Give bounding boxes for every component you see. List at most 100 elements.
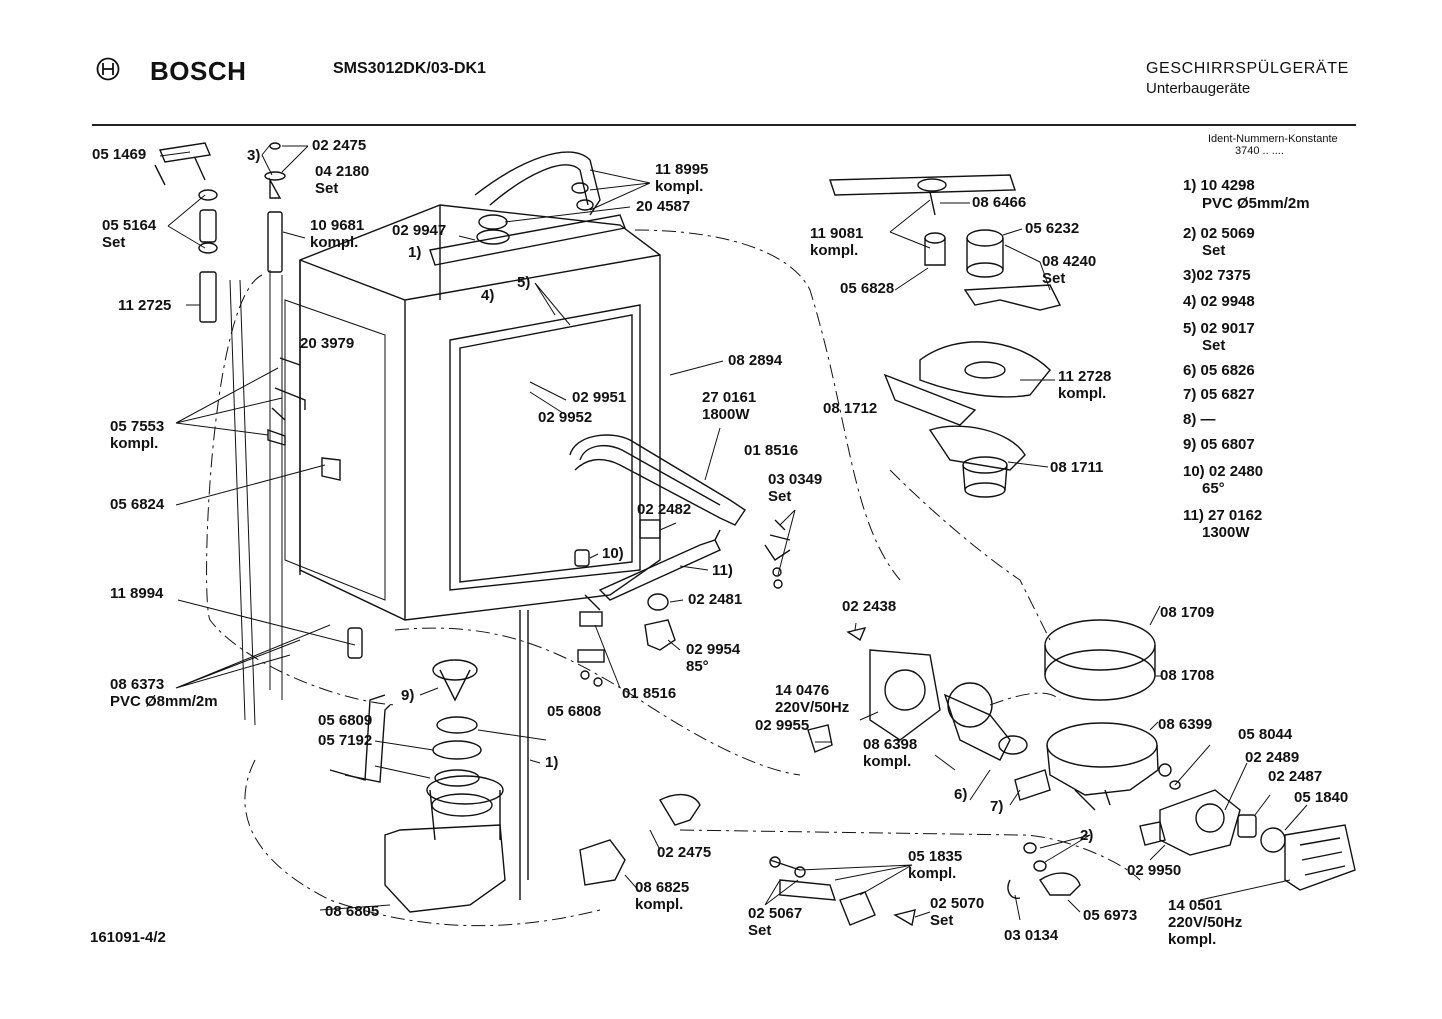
part-label: 05 1469 [92, 146, 147, 163]
part-label: Set [1042, 270, 1066, 287]
part-label: 14 0476 [775, 682, 830, 699]
brand-name: BOSCH [150, 56, 247, 86]
legend-item: 6) 05 6826 [1183, 362, 1255, 379]
part-label: 03 0349 [768, 471, 823, 488]
part-label: Set [930, 912, 954, 929]
part-label: 11 2725 [118, 297, 172, 314]
part-label: 02 2475 [312, 137, 367, 154]
part-label: 04 2180 [315, 163, 370, 180]
ident-value: 3740 .. .... [1235, 145, 1284, 157]
document-number: 161091-4/2 [90, 929, 166, 946]
legend-item: 11) 27 0162 [1183, 507, 1263, 524]
legend-item: 7) 05 6827 [1183, 386, 1255, 403]
part-label: 05 6828 [840, 280, 895, 297]
part-label: 20 3979 [300, 335, 355, 352]
part-label: kompl. [655, 178, 704, 195]
part-label: kompl. [810, 242, 859, 259]
part-label: 02 9951 [572, 389, 627, 406]
part-label: 11 8995 [655, 161, 709, 178]
part-label: 3) [247, 147, 261, 164]
part-label: 11 8994 [110, 585, 164, 602]
part-label: kompl. [1058, 385, 1107, 402]
part-label: 02 2487 [1268, 768, 1323, 785]
part-label: kompl. [635, 896, 684, 913]
part-label: 08 2894 [728, 352, 783, 369]
legend-item: 1) 10 4298 [1183, 177, 1255, 194]
sump-housing [1044, 619, 1172, 811]
part-label: 7) [990, 798, 1004, 815]
part-label: 05 1840 [1294, 789, 1349, 806]
tub-frame [229, 204, 661, 726]
part-label: 9) [401, 687, 415, 704]
part-label: 11 2728 [1058, 368, 1112, 385]
part-label: 08 6466 [972, 194, 1027, 211]
part-label: kompl. [310, 234, 359, 251]
part-label: 08 6398 [863, 736, 918, 753]
part-label: 05 6232 [1025, 220, 1080, 237]
legend-item: 4) 02 9948 [1183, 293, 1255, 310]
legend-item: 9) 05 6807 [1183, 436, 1255, 453]
part-label: 11 9081 [810, 225, 864, 242]
part-label: 01 8516 [622, 685, 677, 702]
part-label: 220V/50Hz [1168, 914, 1243, 931]
part-label: 1800W [702, 406, 750, 423]
ident-title: Ident-Nummern-Konstante [1208, 133, 1338, 145]
part-label: 05 6808 [547, 703, 602, 720]
part-label: Set [315, 180, 339, 197]
part-label: 02 9954 [686, 641, 741, 658]
legend-item-sub: PVC Ø5mm/2m [1202, 195, 1310, 212]
part-label: 08 6825 [635, 879, 690, 896]
part-label: 11) [712, 562, 733, 579]
part-label: 05 6973 [1083, 907, 1138, 924]
part-label: 10 9681 [310, 217, 365, 234]
part-label: 05 6809 [318, 712, 373, 729]
part-label: PVC Ø8mm/2m [110, 693, 218, 710]
part-label: 05 7192 [318, 732, 373, 749]
part-label: kompl. [908, 865, 957, 882]
part-label: 1) [408, 244, 422, 261]
circulation-pump [807, 627, 1051, 801]
part-label: 01 8516 [744, 442, 799, 459]
part-label: 02 9955 [755, 717, 810, 734]
part-label: Set [748, 922, 772, 939]
part-label: 03 0134 [1004, 927, 1059, 944]
part-label: kompl. [1168, 931, 1217, 948]
legend-item: 2) 02 5069 [1183, 225, 1255, 242]
outline-dashes [206, 229, 1141, 927]
legend-item-sub: 1300W [1202, 524, 1250, 541]
part-label: 05 5164 [102, 217, 157, 234]
part-label: 08 6373 [110, 676, 165, 693]
part-label: 02 5067 [748, 905, 803, 922]
part-label: 02 9947 [392, 222, 447, 239]
part-label: 6) [954, 786, 968, 803]
bottom-parts [769, 842, 1081, 927]
part-label: 5) [517, 274, 531, 291]
legend-item: 5) 02 9017 [1183, 320, 1255, 337]
part-label: 27 0161 [702, 389, 757, 406]
top-pipe [429, 151, 626, 266]
part-label: 02 2475 [657, 844, 712, 861]
part-label: 05 1835 [908, 848, 963, 865]
legend-item: 3)02 7375 [1183, 267, 1251, 284]
legend-item-sub: Set [1202, 337, 1226, 354]
part-label: 02 9952 [538, 409, 593, 426]
bosch-armature-icon [96, 57, 120, 81]
part-label: 4) [481, 287, 495, 304]
filter-set [883, 341, 1051, 498]
part-label: Set [768, 488, 792, 505]
part-label: 08 1712 [823, 400, 878, 417]
part-label: 85° [686, 658, 709, 675]
part-label: Set [102, 234, 126, 251]
drain-pump [1139, 780, 1356, 891]
legend-item-sub: Set [1202, 242, 1226, 259]
leader-lines [159, 144, 1308, 921]
part-label: 05 7553 [110, 418, 165, 435]
part-label: 02 9950 [1127, 862, 1182, 879]
legend-item-sub: 65° [1202, 480, 1225, 497]
part-label: 05 8044 [1238, 726, 1293, 743]
part-label: 10) [602, 545, 624, 562]
part-label: 02 2438 [842, 598, 897, 615]
part-label: 220V/50Hz [775, 699, 850, 716]
